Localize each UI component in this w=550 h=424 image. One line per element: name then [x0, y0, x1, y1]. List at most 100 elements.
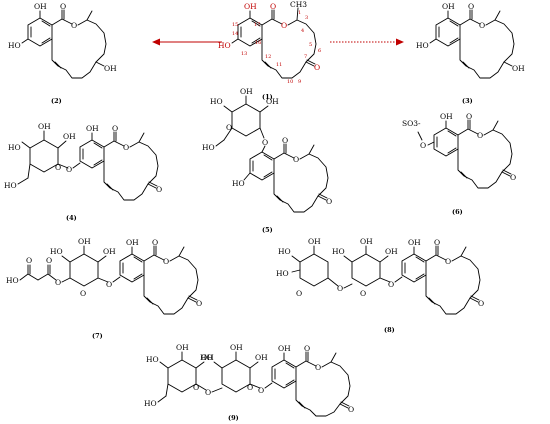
ho-label: HO — [144, 399, 157, 408]
carbonyl-o: O — [304, 344, 310, 353]
ester-o: O — [123, 143, 129, 152]
glycosidic-o: O — [388, 280, 394, 289]
compound-label: (3) — [462, 97, 473, 105]
compound-3: OH HO O O OH (3) — [416, 2, 525, 105]
ho-label: HO — [6, 276, 19, 285]
compound-9: O OH OH HO HO O O OH OH HO O OH O O — [144, 343, 354, 422]
atom-number: 13 — [241, 51, 247, 57]
compound-label: (6) — [452, 208, 463, 216]
oh-label: OH — [86, 124, 99, 133]
compound-2: OH HO O O OH (2) — [8, 2, 117, 105]
arrow-1-to-2 — [152, 38, 222, 46]
carbonyl-o: O — [152, 238, 158, 247]
ho-label: HO — [8, 41, 21, 50]
carbonyl-o: O — [466, 112, 472, 121]
ketone-o: O — [196, 299, 202, 308]
ketone-o: O — [510, 173, 516, 182]
ketone-o: O — [156, 185, 162, 194]
glycosidic-o: O — [66, 165, 72, 174]
ring-o: O — [193, 383, 199, 392]
ring-o: O — [55, 163, 61, 172]
ester-o: O — [71, 21, 77, 30]
oh-label: OH — [266, 97, 279, 106]
glycosidic-o: O — [337, 284, 343, 293]
oh-label: OH — [34, 2, 47, 11]
ho-label: HO — [146, 355, 159, 364]
ketone-o: O — [314, 63, 320, 72]
atom-number: 9 — [298, 79, 301, 85]
atom-number: 15 — [232, 22, 238, 28]
oh-label: OH — [278, 344, 291, 353]
carbonyl-o: O — [282, 136, 288, 145]
carbonyl-o: O — [46, 256, 52, 265]
ho-label: HO — [4, 181, 17, 190]
oh-label: OH — [244, 2, 257, 11]
ketone-o: O — [326, 197, 332, 206]
oh-label: OH — [240, 87, 253, 96]
ho-label: HO — [278, 247, 291, 256]
oh-label: OH — [63, 132, 76, 141]
oh-label: OH — [440, 112, 453, 121]
oh-label: OH — [103, 247, 116, 256]
ester-o: O — [281, 21, 287, 30]
carbonyl-o: O — [26, 256, 32, 265]
compound-label: (5) — [262, 226, 273, 234]
ho-label: HO — [416, 41, 429, 50]
ester-o: O — [477, 131, 483, 140]
atom-number: 10 — [287, 79, 293, 85]
oh-label: OH — [408, 238, 421, 247]
ho-label: HO — [202, 143, 215, 152]
ketone-o: O — [478, 299, 484, 308]
arrow-1-to-3 — [330, 38, 404, 46]
atom-number: 7 — [304, 54, 307, 60]
compound-4: O OH OH HO HO O OH O O O (4) — [4, 122, 162, 222]
ester-o: O — [445, 257, 451, 266]
ester-o: O — [479, 21, 485, 30]
carbonyl-o: O — [270, 2, 276, 11]
glycosidic-o: O — [258, 386, 264, 395]
compound-8: O OH HO HO O O OH OH HO O OH O O — [276, 237, 484, 334]
oh-label: OH — [442, 2, 455, 11]
carbonyl-o: O — [112, 124, 118, 133]
ring-o: O — [247, 383, 253, 392]
atom-number: 14 — [232, 31, 238, 37]
ketone-o: O — [348, 405, 354, 414]
atom-number: 5 — [309, 42, 312, 48]
atom-number: 17 — [254, 22, 260, 28]
atom-number: 11 — [276, 62, 282, 68]
atom-number: 1 — [298, 10, 301, 16]
glycosidic-o: O — [262, 138, 268, 147]
ring-o: O — [226, 123, 232, 132]
ring-o: O — [80, 289, 86, 298]
oh-label: OH — [308, 237, 321, 246]
oh-label: OH — [38, 122, 51, 131]
ester-o: O — [315, 363, 321, 372]
ho-label: HO — [50, 247, 63, 256]
compound-label: (2) — [51, 97, 62, 105]
oh-label: OH — [201, 353, 214, 362]
oh-label: OH — [104, 64, 117, 73]
ring-o: O — [296, 289, 302, 298]
oh-label: OH — [385, 247, 398, 256]
compound-1: OH HO O O CH3 O 1 3 4 5 6 7 9 10 11 12 1… — [218, 0, 321, 101]
ester-o: O — [293, 155, 299, 164]
carbonyl-o: O — [434, 238, 440, 247]
ho-label: HO — [276, 269, 289, 278]
compound-7: HO O O O O OH OH HO O OH O O — [6, 237, 202, 340]
carbonyl-o: O — [468, 2, 474, 11]
atom-number: 6 — [318, 48, 321, 54]
compound-6: SO3- O OH O O O (6) — [402, 112, 516, 216]
ring-o: O — [360, 289, 366, 298]
ho-label: HO — [332, 247, 345, 256]
compound-5: O OH OH HO HO O HO O O O (5) — [202, 87, 332, 234]
oh-label: OH — [78, 237, 91, 246]
oh-label: OH — [512, 64, 525, 73]
oh-label: OH — [176, 343, 189, 352]
oh-label: OH — [230, 343, 243, 352]
oh-label: OH — [360, 237, 373, 246]
carbonyl-o: O — [60, 2, 66, 11]
sulfate-o: O — [420, 141, 426, 150]
atom-number: 3 — [305, 15, 308, 21]
